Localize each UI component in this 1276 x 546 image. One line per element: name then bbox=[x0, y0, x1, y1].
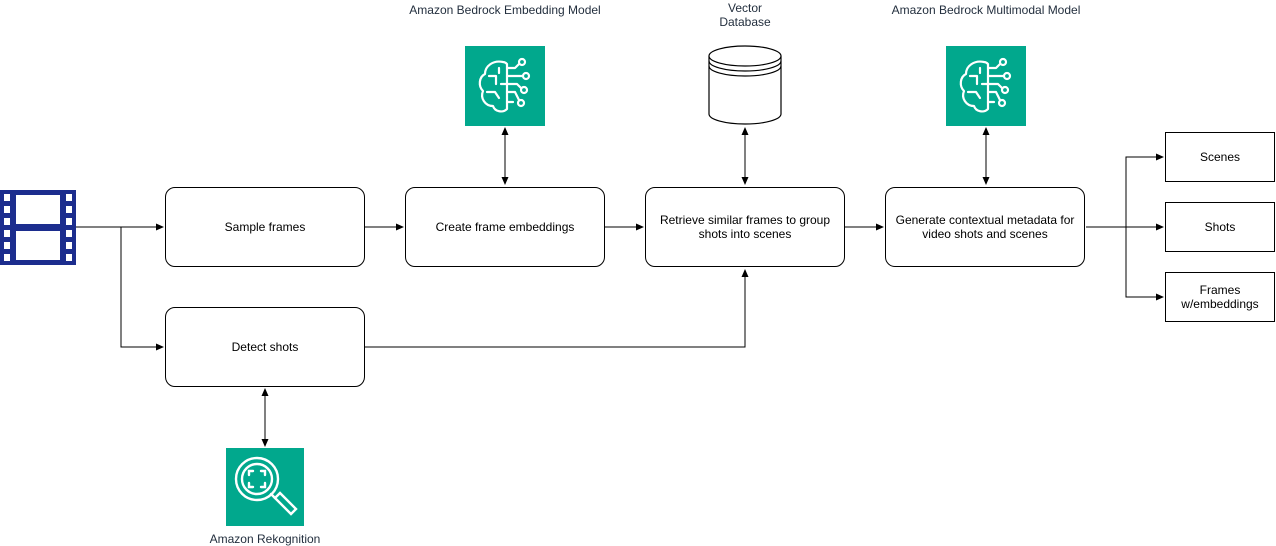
film-strip-icon bbox=[0, 190, 76, 265]
scenes-output-box: Scenes bbox=[1165, 132, 1275, 182]
embedding-model-label: Amazon Bedrock Embedding Model bbox=[409, 3, 601, 17]
edge-video-to-detect bbox=[120, 227, 164, 351]
frames-output-box: Frames w/embeddings bbox=[1165, 272, 1275, 322]
detect-shots-box: Detect shots bbox=[165, 307, 365, 387]
create-embeddings-text: Create frame embeddings bbox=[435, 220, 575, 234]
generate-metadata-box: Generate contextual metadata for video s… bbox=[885, 187, 1085, 267]
edge-detect-to-retrieve bbox=[365, 269, 749, 348]
rekognition-label: Amazon Rekognition bbox=[209, 532, 321, 546]
shots-output-box: Shots bbox=[1165, 202, 1275, 252]
retrieve-similar-text: Retrieve similar frames to group shots i… bbox=[659, 213, 831, 241]
sample-frames-box: Sample frames bbox=[165, 187, 365, 267]
scenes-output-text: Scenes bbox=[1199, 150, 1241, 164]
shots-output-text: Shots bbox=[1204, 220, 1236, 234]
retrieve-similar-box: Retrieve similar frames to group shots i… bbox=[645, 187, 845, 267]
cylinder-database-icon bbox=[708, 45, 782, 125]
bedrock-brain-icon bbox=[946, 46, 1026, 126]
bedrock-brain-icon bbox=[465, 46, 545, 126]
magnifier-scan-icon bbox=[226, 448, 304, 526]
frames-output-text: Frames w/embeddings bbox=[1181, 283, 1259, 311]
create-embeddings-box: Create frame embeddings bbox=[405, 187, 605, 267]
generate-metadata-text: Generate contextual metadata for video s… bbox=[895, 213, 1075, 241]
edge-to-frames bbox=[1125, 227, 1164, 301]
sample-frames-text: Sample frames bbox=[224, 220, 306, 234]
detect-shots-text: Detect shots bbox=[231, 340, 299, 354]
multimodal-model-label: Amazon Bedrock Multimodal Model bbox=[891, 3, 1081, 17]
edge-to-scenes bbox=[1125, 153, 1164, 227]
vector-db-label: Vector Database bbox=[719, 1, 771, 29]
